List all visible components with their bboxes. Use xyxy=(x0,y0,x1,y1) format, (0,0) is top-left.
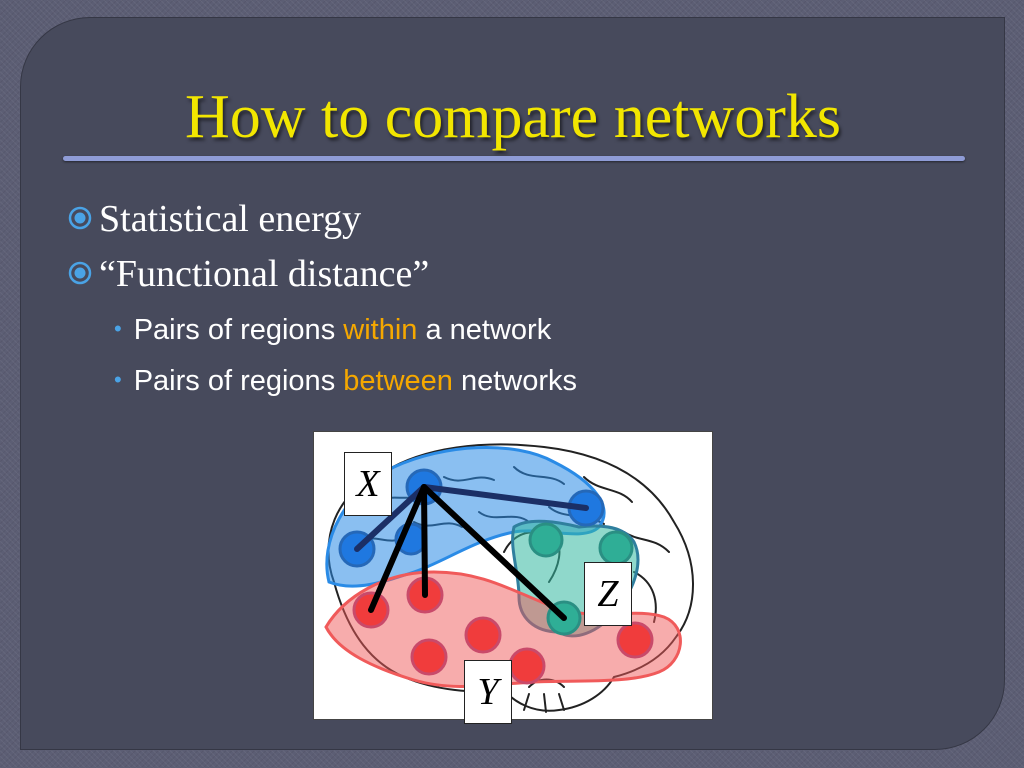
between-network-edge xyxy=(421,484,567,621)
sub-bullet-text: networks xyxy=(452,365,578,397)
title-underline xyxy=(63,156,965,161)
within-network-edge xyxy=(421,484,589,511)
slide-title: How to compare networks xyxy=(185,83,841,151)
within-network-edge xyxy=(354,484,427,552)
circled-dot-icon xyxy=(68,262,92,285)
connections xyxy=(354,484,589,621)
label-x: X xyxy=(344,452,392,516)
circled-dot-icon xyxy=(68,207,92,230)
node xyxy=(528,522,564,558)
node xyxy=(616,621,654,659)
between-network-edge xyxy=(421,484,428,598)
bullet-item: Statistical energy xyxy=(66,195,361,243)
sub-bullet-text: Pairs of regions xyxy=(133,365,344,397)
sub-bullet-item: • Pairs of regions within a network xyxy=(114,309,551,349)
label-z: Z xyxy=(584,562,632,626)
sub-bullet-text: Pairs of regions xyxy=(133,314,344,346)
highlight-word: within xyxy=(343,314,418,346)
bullet-item: “Functional distance” xyxy=(66,250,429,298)
label-y: Y xyxy=(464,660,512,724)
node xyxy=(508,647,546,685)
brain-network-figure: X Z Y xyxy=(313,431,713,724)
sub-bullet-text: a network xyxy=(417,314,552,346)
bullet-text: “Functional distance” xyxy=(99,253,430,295)
bullet-text: Statistical energy xyxy=(99,198,362,240)
small-dot-icon: • xyxy=(114,367,122,392)
node xyxy=(598,530,634,566)
between-network-edge xyxy=(368,484,427,613)
node xyxy=(410,638,448,676)
network-z-nodes xyxy=(528,522,634,636)
highlight-word: between xyxy=(343,365,453,397)
node xyxy=(464,616,502,654)
small-dot-icon: • xyxy=(114,316,122,341)
sub-bullet-item: • Pairs of regions between networks xyxy=(114,360,577,400)
